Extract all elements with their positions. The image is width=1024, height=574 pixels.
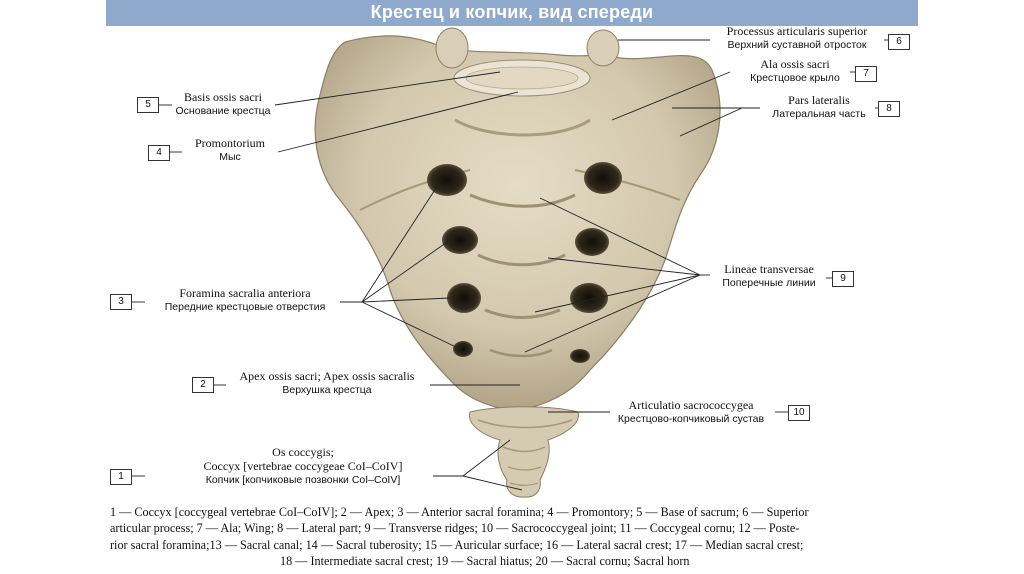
label-ala: Ala ossis sacri Крестцовое крыло (736, 58, 854, 84)
label-promontorium: Promontorium Мыс (180, 137, 280, 163)
label-processus-ru: Верхний суставной отросток (727, 39, 867, 51)
label-apex-ru: Верхушка крестца (282, 384, 372, 396)
label-coccyx-ru: Копчик [копчиковые позвонки CoI–CoIV] (205, 474, 401, 486)
number-box-8: 8 (878, 101, 900, 117)
legend-line: articular process; 7 — Ala; Wing; 8 — La… (110, 521, 800, 536)
label-articulatio-latin: Articulatio sacrococcygea (628, 398, 754, 412)
label-ala-ru: Крестцовое крыло (750, 72, 840, 84)
label-basis: Basis ossis sacri Основание крестца (168, 91, 278, 117)
label-lineae: Lineae transversae Поперечные линии (708, 263, 830, 289)
label-foramina-latin: Foramina sacralia anteriora (179, 286, 311, 300)
title-banner: Крестец и копчик, вид спереди (106, 0, 918, 26)
legend-line: 1 — Coccyx [coccygeal vertebrae CoI–CoIV… (110, 505, 809, 519)
label-promontorium-ru: Мыс (219, 151, 241, 163)
number-box-4: 4 (148, 145, 170, 161)
figure-legend: 1 — Coccyx [coccygeal vertebrae CoI–CoIV… (110, 504, 915, 569)
foramen-left-1 (427, 164, 467, 196)
number-box-6: 6 (888, 34, 910, 50)
label-apex: Apex ossis sacri; Apex ossis sacralis Ве… (222, 370, 432, 396)
number-box-3: 3 (110, 294, 132, 310)
foramen-right-1 (584, 162, 622, 194)
label-coccyx: Os coccygis; Coccyx [vertebrae coccygeae… (148, 446, 458, 486)
foramen-left-3 (447, 283, 481, 313)
label-apex-latin: Apex ossis sacri; Apex ossis sacralis (239, 369, 415, 383)
page-title: Крестец и копчик, вид спереди (370, 2, 654, 22)
label-promontorium-latin: Promontorium (194, 136, 265, 150)
sacrum-body (314, 35, 721, 411)
left-articular-process (435, 27, 469, 69)
label-lineae-latin: Lineae transversae (724, 262, 814, 276)
label-ala-latin: Ala ossis sacri (760, 57, 830, 71)
label-pars-lateralis-latin: Pars lateralis (788, 93, 850, 107)
foramen-right-4 (570, 349, 590, 363)
foramen-left-2 (442, 226, 478, 254)
label-processus-latin: Processus articularis superior (726, 24, 868, 38)
label-articulatio-ru: Крестцово-копчиковый сустав (617, 413, 765, 425)
legend-line: 18 — Intermediate sacral crest; 19 — Sac… (280, 553, 690, 568)
label-pars-lateralis-ru: Латеральная часть (772, 108, 866, 120)
number-box-9: 9 (832, 271, 854, 287)
number-box-7: 7 (855, 66, 877, 82)
label-pars-lateralis: Pars lateralis Латеральная часть (760, 94, 878, 120)
label-coccyx-latin-1: Os coccygis; (272, 445, 334, 459)
label-lineae-ru: Поперечные линии (722, 277, 816, 289)
legend-line: rior sacral foramina;13 — Sacral canal; … (110, 537, 804, 552)
label-coccyx-latin-2: Coccyx [vertebrae coccygeae CoI–CoIV] (203, 459, 403, 473)
label-articulatio: Articulatio sacrococcygea Крестцово-копч… (600, 399, 782, 425)
label-processus: Processus articularis superior Верхний с… (708, 25, 886, 51)
number-box-10: 10 (788, 405, 810, 421)
number-box-1: 1 (110, 469, 132, 485)
foramen-right-2 (575, 228, 609, 256)
label-basis-latin: Basis ossis sacri (184, 90, 262, 104)
number-box-2: 2 (192, 377, 214, 393)
label-basis-ru: Основание крестца (175, 105, 271, 117)
foramen-left-4 (453, 341, 473, 357)
right-articular-process (586, 29, 620, 67)
number-box-5: 5 (137, 97, 159, 113)
label-foramina: Foramina sacralia anteriora Передние кре… (140, 287, 350, 313)
foramen-right-3 (570, 283, 608, 313)
label-foramina-ru: Передние крестцовые отверстия (164, 301, 326, 313)
